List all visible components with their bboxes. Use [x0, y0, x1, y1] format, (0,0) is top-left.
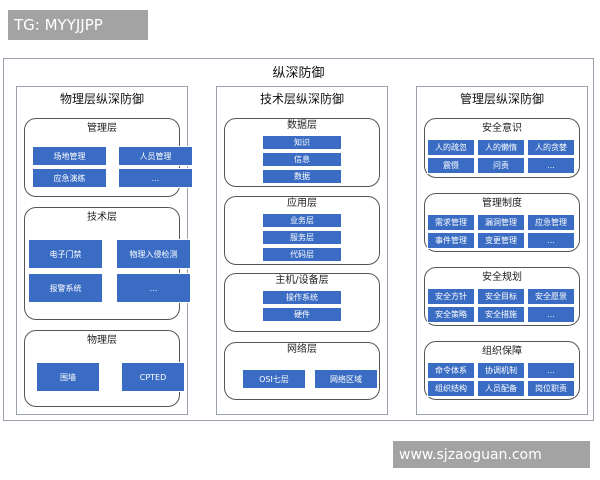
component-box: 漏洞管理: [477, 214, 525, 231]
component-box: ...: [118, 168, 193, 188]
component-box: ...: [527, 362, 575, 379]
layer-title: 数据层: [287, 120, 317, 131]
column-title: 技术层纵深防御: [259, 92, 344, 106]
layer-title: 物理层: [87, 335, 117, 346]
component-box: 人的疏忽: [427, 139, 475, 156]
component-box: 安全愿景: [527, 288, 575, 305]
component-box: 事件管理: [427, 232, 475, 249]
component-box: 人员管理: [118, 146, 193, 166]
layer-title: 网络层: [287, 344, 317, 355]
layer-title: 管理层: [87, 123, 117, 134]
component-box: OSI七层: [242, 369, 306, 389]
component-box: CPTED: [121, 362, 185, 392]
column-title: 物理层纵深防御: [59, 92, 144, 106]
component-box: 命令体系: [427, 362, 475, 379]
component-box: 安全措施: [477, 306, 525, 323]
component-box: 数据: [262, 169, 342, 184]
layer-title: 应用层: [287, 198, 317, 209]
component-box: 业务层: [262, 213, 342, 228]
component-box: 报警系统: [28, 273, 103, 303]
layer-title: 组织保障: [482, 346, 522, 357]
layer-title: 安全意识: [482, 123, 522, 134]
component-box: 代码层: [262, 247, 342, 262]
component-box: 应急管理: [527, 214, 575, 231]
component-box: 信息: [262, 152, 342, 167]
component-box: 网络区域: [314, 369, 378, 389]
component-box: ...: [527, 157, 575, 174]
component-box: 场地管理: [32, 146, 107, 166]
component-box: 协调机制: [477, 362, 525, 379]
component-box: 安全目标: [477, 288, 525, 305]
component-box: 物理入侵检测: [116, 239, 191, 269]
component-box: 震慑: [427, 157, 475, 174]
watermark-top: TG: MYYJJPP: [8, 10, 148, 40]
component-box: 服务层: [262, 230, 342, 245]
component-box: 需求管理: [427, 214, 475, 231]
component-box: 硬件: [262, 307, 342, 322]
layer-title: 主机/设备层: [275, 275, 329, 286]
component-box: 安全方针: [427, 288, 475, 305]
component-box: 组织结构: [427, 380, 475, 397]
component-box: 电子门禁: [28, 239, 103, 269]
component-box: ...: [527, 232, 575, 249]
component-box: ...: [527, 306, 575, 323]
diagram-title: 纵深防御: [272, 66, 325, 81]
component-box: 知识: [262, 135, 342, 150]
component-box: 应急演练: [32, 168, 107, 188]
component-box: 岗位职责: [527, 380, 575, 397]
component-box: 问责: [477, 157, 525, 174]
component-box: 围墙: [36, 362, 100, 392]
watermark-bottom: www.sjzaoguan.com: [393, 441, 590, 468]
layer-title: 安全规划: [482, 272, 522, 283]
component-box: ...: [116, 273, 191, 303]
component-box: 安全策略: [427, 306, 475, 323]
component-box: 人员配备: [477, 380, 525, 397]
component-box: 人的懒惰: [477, 139, 525, 156]
layer-title: 管理制度: [482, 198, 522, 209]
component-box: 人的贪婪: [527, 139, 575, 156]
column-title: 管理层纵深防御: [459, 92, 544, 106]
component-box: 变更管理: [477, 232, 525, 249]
diagram-frame: [3, 58, 594, 421]
component-box: 操作系统: [262, 290, 342, 305]
layer-title: 技术层: [87, 212, 117, 223]
